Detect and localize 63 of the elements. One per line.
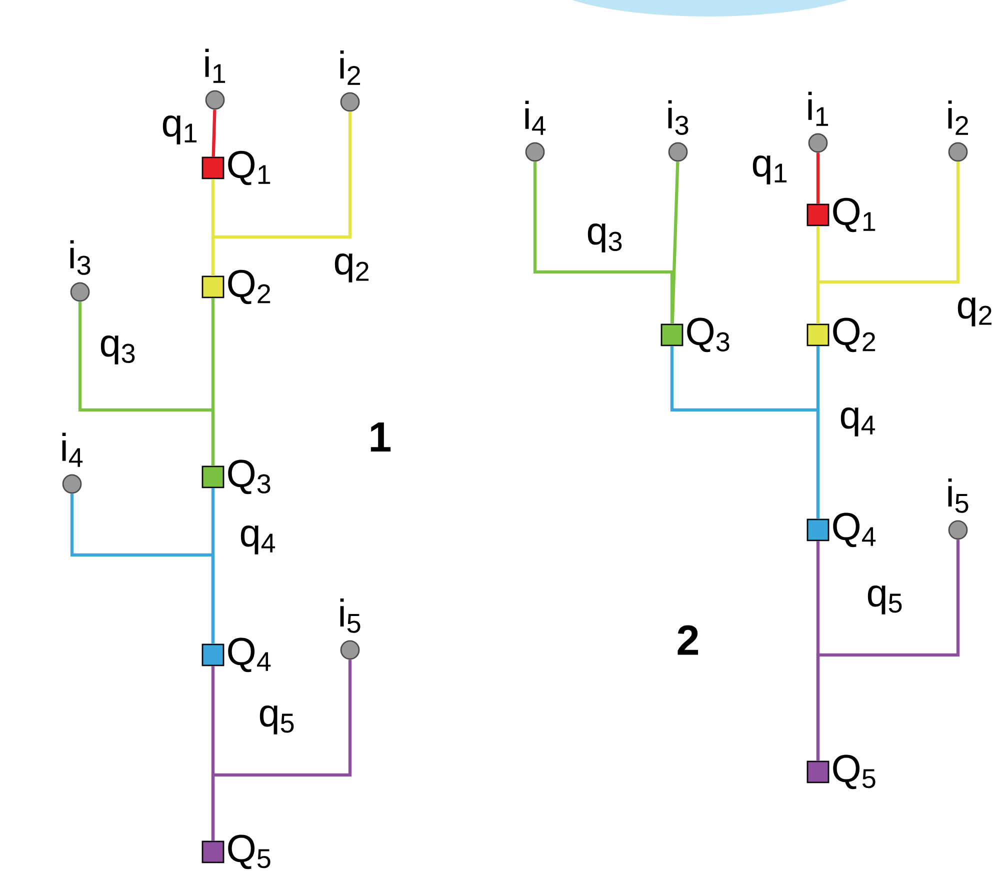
- panel-number: 1: [370, 422, 391, 452]
- square-node: Q$_{1}$: [202, 150, 270, 186]
- edge-label: q$_{2}$: [958, 298, 992, 326]
- node-label: i$_{2}$: [948, 100, 968, 135]
- connector-line: [670, 162, 680, 324]
- square-node: Q$_{5}$: [202, 834, 270, 870]
- edge-label: q$_{4}$: [240, 526, 276, 554]
- node-label: i$_{2}$: [340, 50, 360, 85]
- connector-line: [70, 494, 215, 644]
- connector-line: [211, 112, 352, 276]
- circle-node: i$_{2}$: [340, 50, 360, 112]
- edge-label: q$_{3}$: [100, 336, 135, 364]
- square-node: Q$_{3}$: [660, 318, 730, 352]
- square-node: Q$_{2}$: [202, 270, 270, 304]
- square-node: Q$_{4}$: [202, 638, 271, 672]
- node-label: Q$_{3}$: [687, 318, 730, 352]
- node-label: Q$_{4}$: [228, 638, 271, 672]
- node-label: i$_{3}$: [70, 240, 90, 275]
- node-label: i$_{5}$: [948, 478, 968, 513]
- connector-line: [533, 162, 674, 324]
- circle-node: i$_{5}$: [948, 478, 968, 540]
- node-label: Q$_{2}$: [833, 318, 876, 352]
- circle-node: i$_{1}$: [205, 48, 226, 110]
- square-node: Q$_{5}$: [806, 754, 876, 790]
- circle-node: i$_{5}$: [340, 598, 360, 660]
- node-label: Q$_{5}$: [228, 834, 270, 870]
- edge-label: q$_{3}$: [588, 224, 622, 252]
- connector-line: [816, 540, 960, 761]
- edge-label: q$_{2}$: [334, 254, 368, 282]
- node-label: i$_{5}$: [340, 598, 360, 633]
- connector-line: [78, 302, 215, 466]
- edge-label: q$_{4}$: [840, 408, 876, 436]
- edge-label: q$_{5}$: [260, 706, 294, 734]
- edge-label: q$_{1}$: [162, 116, 197, 144]
- panel-number: 2: [678, 625, 698, 655]
- square-node: Q$_{4}$: [806, 512, 876, 548]
- connector-line: [211, 660, 352, 841]
- edge-label: q$_{1}$: [752, 156, 786, 184]
- circle-node: i$_{3}$: [70, 240, 90, 302]
- node-label: Q$_{2}$: [228, 270, 270, 304]
- node-label: i$_{1}$: [808, 92, 828, 126]
- circle-node: i$_{4}$: [525, 100, 546, 162]
- square-node: Q$_{1}$: [806, 198, 876, 232]
- connector-line: [816, 346, 820, 519]
- circle-node: i$_{3}$: [668, 100, 688, 162]
- square-node: Q$_{2}$: [806, 318, 876, 352]
- node-label: i$_{1}$: [205, 48, 226, 83]
- node-label: Q$_{3}$: [228, 460, 270, 494]
- circle-node: i$_{4}$: [62, 432, 83, 494]
- node-label: i$_{4}$: [62, 432, 83, 467]
- circle-node: i$_{2}$: [948, 100, 968, 162]
- connector-line: [212, 110, 216, 157]
- circle-node: i$_{1}$: [808, 92, 828, 153]
- node-label: Q$_{4}$: [833, 512, 876, 548]
- node-label: Q$_{1}$: [833, 198, 876, 232]
- connector-line: [816, 152, 820, 204]
- node-label: i$_{3}$: [668, 100, 688, 135]
- node-label: Q$_{5}$: [833, 754, 876, 790]
- connector-line: [816, 162, 960, 324]
- node-label: Q$_{1}$: [228, 150, 270, 186]
- square-node: Q$_{3}$: [202, 460, 270, 494]
- node-label: i$_{4}$: [525, 100, 546, 135]
- edge-label: q$_{5}$: [868, 586, 902, 614]
